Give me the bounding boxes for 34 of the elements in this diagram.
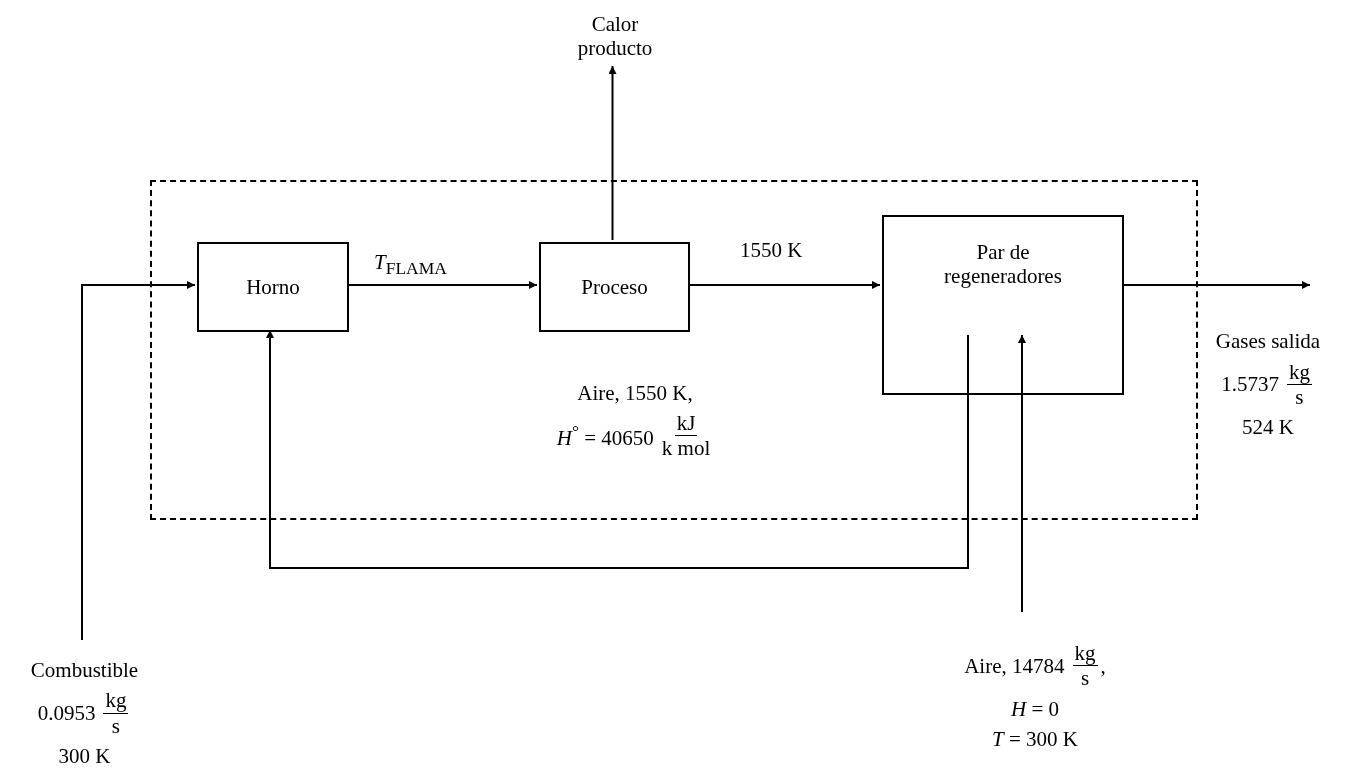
stream-label: Calor producto	[576, 11, 654, 61]
stream-label: Gases salida	[1215, 329, 1321, 354]
flow-arrow	[687, 281, 881, 289]
unit-numerator: kg	[1072, 641, 1098, 667]
flow-arrow	[81, 281, 196, 641]
unit-numerator: kJ	[674, 411, 698, 437]
stream-label: T = 300 K	[992, 726, 1078, 751]
stream-label: H$^{°}$ = 40650	[556, 421, 654, 451]
stream-label: 1.5737	[1221, 372, 1279, 397]
flow-arrow	[1121, 281, 1311, 289]
flow-arrow	[346, 281, 538, 289]
unit-denominator: s	[1080, 666, 1090, 691]
unit-denominator: s	[1295, 384, 1304, 409]
stream-label: H = 0	[1011, 696, 1059, 721]
unit-numerator: kg	[103, 688, 129, 714]
process-label: Par de regeneradores	[943, 240, 1063, 289]
process-label: Proceso	[581, 274, 648, 300]
unit-numerator: kg	[1286, 359, 1312, 385]
flow-arrow	[1018, 334, 1026, 613]
stream-label: Combustible	[30, 658, 139, 683]
process-box	[882, 215, 1124, 395]
stream-label: Aire, 14784	[964, 653, 1065, 678]
stream-label: 300 K	[58, 743, 111, 768]
stream-label: Aire, 1550 K,	[577, 381, 693, 406]
process-box	[539, 242, 690, 332]
flow-arrow	[266, 329, 969, 569]
unit-denominator: s	[111, 713, 120, 738]
flow-arrow	[608, 65, 617, 241]
process-box	[197, 242, 349, 332]
process-label: Horno	[246, 274, 300, 300]
stream-label: 0.0953	[37, 700, 96, 726]
stream-label: ,	[1100, 653, 1106, 678]
unit-denominator: k mol	[661, 436, 711, 461]
stream-label: 524 K	[1242, 414, 1294, 439]
